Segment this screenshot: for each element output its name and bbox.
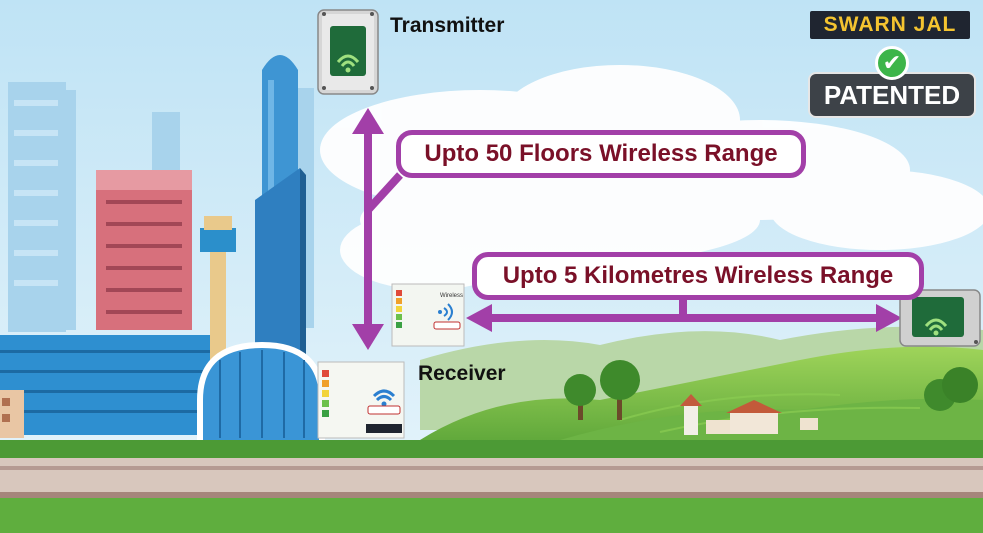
low-blue-building xyxy=(0,335,210,435)
svg-text:Wireless: Wireless xyxy=(440,293,463,299)
check-icon: ✔ xyxy=(875,46,909,80)
vertical-arrowheads xyxy=(352,108,384,350)
pink-office-building xyxy=(96,170,192,330)
trees xyxy=(564,360,978,420)
receiver-label: Receiver xyxy=(418,362,506,385)
transmitter-device-icon xyxy=(317,9,379,95)
observation-tower xyxy=(200,216,236,380)
grass-strip-top xyxy=(0,440,983,458)
road xyxy=(0,458,983,498)
floors-range-label: Upto 50 Floors Wireless Range xyxy=(396,130,806,178)
village-houses xyxy=(680,394,818,435)
brand-logo: SWARN JAL xyxy=(810,11,970,39)
small-house-left xyxy=(0,390,24,438)
dome-building xyxy=(197,341,325,440)
wifi-icon xyxy=(372,389,396,398)
vertical-range-arrow xyxy=(364,132,403,328)
horizontal-range-arrow xyxy=(490,298,876,322)
receiver-device-small-icon: Wireless xyxy=(391,283,465,347)
receiver-device-icon xyxy=(317,361,405,439)
glass-tower xyxy=(255,168,306,360)
horizontal-arrowheads xyxy=(466,304,902,332)
kilometres-range-label: Upto 5 Kilometres Wireless Range xyxy=(472,252,924,300)
grass-strip-bottom xyxy=(0,498,983,533)
transmitter-label: Transmitter xyxy=(390,14,505,37)
